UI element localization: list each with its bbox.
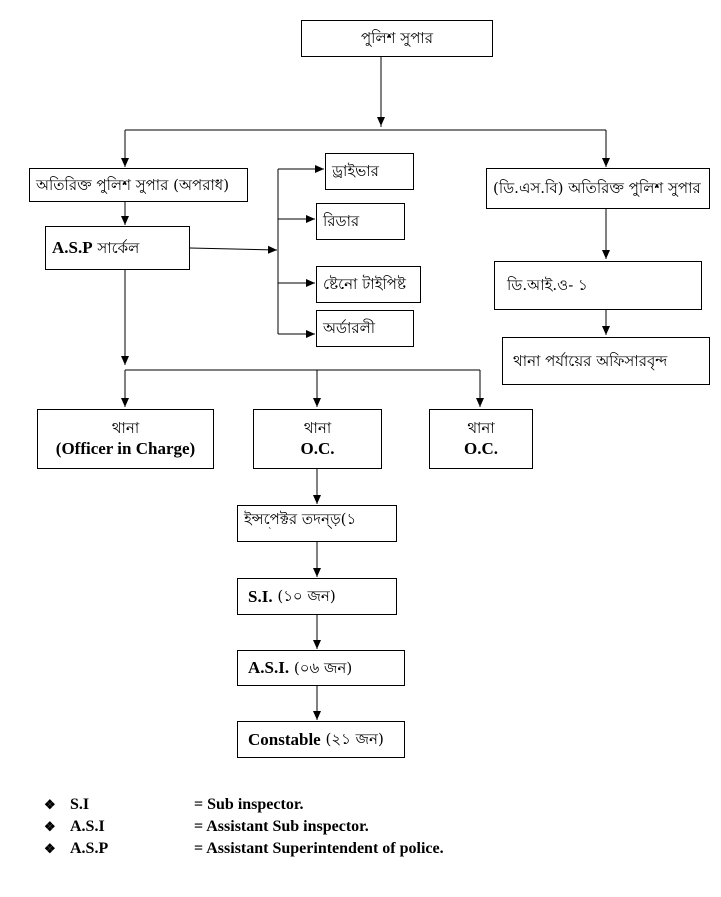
node-driver: ড্রাইভার bbox=[325, 153, 414, 190]
node-addl-sp-dsb: (ডি.এস.বি) অতিরিক্ত পুলিশ সুপার bbox=[486, 168, 710, 209]
diamond-bullet-icon: ❖ bbox=[44, 841, 56, 856]
node-thana-officers-label: থানা পর্যায়ের অফিসারবৃন্দ bbox=[513, 351, 668, 370]
node-dio-1-label: ডি.আই.ও- ১ bbox=[507, 276, 588, 295]
node-si-count: (১০ জন) bbox=[272, 587, 336, 606]
node-asp-circle: A.S.P সার্কেল bbox=[45, 226, 190, 270]
legend-abbr: A.S.P bbox=[70, 840, 109, 857]
node-asp-circle-suffix: সার্কেল bbox=[92, 238, 140, 257]
node-thana-oc-2: থানা O.C. bbox=[429, 409, 533, 469]
node-constable: Constable (২১ জন) bbox=[237, 721, 405, 758]
node-thana-oc-1-line2: O.C. bbox=[300, 438, 335, 458]
node-thana-oic-line2: (Officer in Charge) bbox=[55, 438, 196, 458]
node-reader: রিডার bbox=[316, 203, 405, 240]
diamond-bullet-icon: ❖ bbox=[44, 797, 56, 812]
node-police-super-label: পুলিশ সুপার bbox=[361, 29, 433, 48]
legend-meaning: = Assistant Sub inspector. bbox=[194, 818, 369, 835]
node-si: S.I. (১০ জন) bbox=[237, 578, 397, 615]
diamond-bullet-icon: ❖ bbox=[44, 819, 56, 834]
node-constable-count: (২১ জন) bbox=[320, 730, 384, 749]
node-inspector-line1: ইন্সপেক্টর তদন্ড়(১ bbox=[244, 510, 357, 529]
node-constable-abbr: Constable bbox=[248, 729, 321, 749]
node-driver-label: ড্রাইভার bbox=[332, 162, 379, 181]
node-thana-oc-1-line1: থানা bbox=[303, 419, 332, 437]
legend-meaning: = Assistant Superintendent of police. bbox=[194, 840, 444, 857]
legend-item-si: ❖ S.I = Sub inspector. bbox=[44, 795, 303, 815]
node-reader-label: রিডার bbox=[323, 212, 360, 231]
legend-meaning: = Sub inspector. bbox=[194, 796, 304, 813]
node-dio-1: ডি.আই.ও- ১ bbox=[494, 261, 702, 310]
legend-item-asi: ❖ A.S.I = Assistant Sub inspector. bbox=[44, 817, 369, 837]
node-police-super: পুলিশ সুপার bbox=[301, 20, 493, 57]
node-addl-sp-crime-label: অতিরিক্ত পুলিশ সুপার (অপরাধ) bbox=[36, 175, 230, 194]
legend-abbr: A.S.I bbox=[70, 818, 105, 835]
node-addl-sp-dsb-label: (ডি.এস.বি) অতিরিক্ত পুলিশ সুপার bbox=[493, 179, 701, 198]
legend-abbr: S.I bbox=[70, 796, 90, 813]
node-inspector-line2: ` bbox=[268, 527, 273, 538]
node-asi: A.S.I. (০৬ জন) bbox=[237, 650, 405, 686]
node-addl-sp-crime: অতিরিক্ত পুলিশ সুপার (অপরাধ) bbox=[29, 168, 248, 202]
node-asi-count: (০৬ জন) bbox=[289, 658, 353, 677]
node-orderly: অর্ডারলী bbox=[316, 310, 414, 347]
node-thana-oic: থানা (Officer in Charge) bbox=[37, 409, 214, 469]
node-steno-typist: ষ্টেনো টাইপিষ্ট bbox=[316, 266, 421, 303]
node-asp-circle-abbr: A.S.P bbox=[52, 238, 93, 258]
node-asi-abbr: A.S.I. bbox=[248, 658, 290, 678]
legend-item-asp: ❖ A.S.P = Assistant Superintendent of po… bbox=[44, 839, 444, 859]
node-inspector: ইন্সপেক্টর তদন্ড়(১ ` bbox=[237, 505, 397, 542]
node-thana-oc-2-line1: থানা bbox=[467, 419, 495, 437]
node-thana-oic-line1: থানা bbox=[111, 419, 140, 437]
node-orderly-label: অর্ডারলী bbox=[323, 319, 376, 338]
node-steno-typist-label: ষ্টেনো টাইপিষ্ট bbox=[323, 275, 406, 294]
node-si-abbr: S.I. bbox=[248, 586, 273, 606]
node-thana-oc-2-line2: O.C. bbox=[464, 438, 498, 458]
node-thana-officers: থানা পর্যায়ের অফিসারবৃন্দ bbox=[502, 337, 710, 385]
node-thana-oc-1: থানা O.C. bbox=[253, 409, 382, 469]
